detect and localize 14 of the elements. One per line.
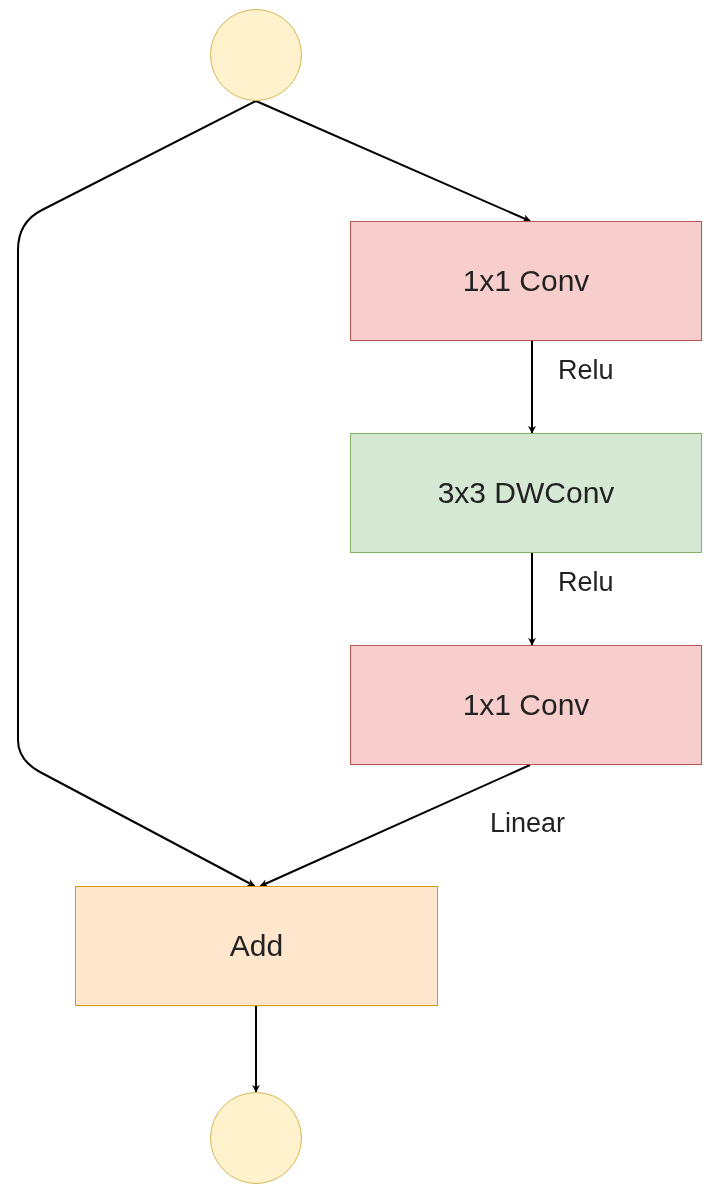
- process-box: [350, 645, 702, 765]
- node-label: 3x3 DWConv: [437, 476, 615, 510]
- node-label: 1x1 Conv: [462, 264, 590, 298]
- arrow: [528, 340, 536, 434]
- arrow: [17, 100, 257, 887]
- arrow: [528, 552, 536, 646]
- process-box: [350, 433, 702, 553]
- arrow: [255, 100, 531, 222]
- process-box: [350, 221, 702, 341]
- arrow: [252, 1005, 260, 1093]
- process-box: [75, 886, 438, 1006]
- node-label: Add: [229, 929, 284, 963]
- arrow: [259, 764, 531, 887]
- node-label: 1x1 Conv: [462, 688, 590, 722]
